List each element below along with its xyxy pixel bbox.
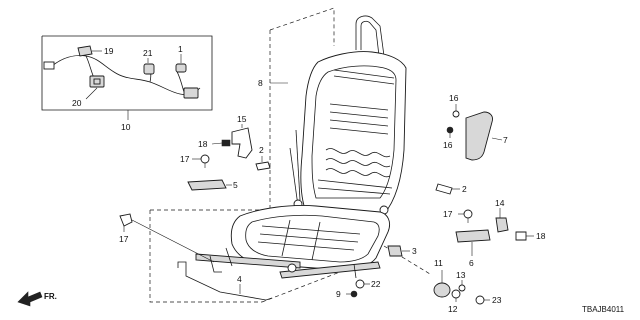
callout-13: 13: [456, 270, 466, 280]
bolt-18b: [515, 231, 527, 241]
bracket-3: [387, 245, 403, 257]
slide-rail-left: [195, 253, 301, 269]
callout-8: 8: [258, 78, 263, 88]
callout-17c: 17: [443, 209, 453, 219]
callout-22: 22: [371, 279, 381, 289]
cover-6: [455, 229, 491, 243]
callout-7: 7: [503, 135, 508, 145]
connector-right: [183, 87, 199, 99]
nut-9: [350, 290, 358, 298]
harness-bracket: [41, 35, 213, 111]
callout-9: 9: [336, 289, 341, 299]
harness-group: [41, 35, 213, 120]
callout-20: 20: [72, 98, 82, 108]
diagram-code: TBAJB4011: [582, 305, 625, 314]
clip-1: [175, 63, 187, 73]
callout-6: 6: [469, 258, 474, 268]
front-label: FR.: [44, 292, 57, 301]
callout-18a: 18: [198, 139, 208, 149]
screw-17b: [119, 213, 133, 227]
callout-4: 4: [237, 274, 242, 284]
connector-left: [43, 61, 55, 70]
callout-11: 11: [434, 258, 443, 268]
callout-21: 21: [143, 48, 153, 58]
seat-frame: [195, 15, 407, 279]
callout-14: 14: [495, 198, 505, 208]
callout-3: 3: [412, 246, 417, 256]
callout-12: 12: [448, 304, 458, 314]
clip-16a: [452, 110, 460, 118]
knob-11: [433, 282, 451, 298]
callout-18b: 18: [536, 231, 546, 241]
slide-rail-right: [279, 261, 381, 279]
callout-10: 10: [121, 122, 131, 132]
loose-parts: [119, 104, 534, 305]
rod-4: [177, 261, 273, 301]
callout-16b: 16: [443, 140, 453, 150]
cap-22: [355, 279, 365, 289]
part-2b: [435, 183, 453, 195]
clip-21: [143, 63, 155, 75]
clip-19: [77, 45, 93, 57]
washer-12: [451, 289, 461, 299]
callout-16a: 16: [449, 93, 459, 103]
callout-23: 23: [492, 295, 502, 305]
front-direction-arrow: FR.: [17, 291, 57, 307]
callout-19: 19: [104, 46, 114, 56]
callout-17b: 17: [119, 234, 129, 244]
clip-16b: [446, 126, 454, 134]
bracket-15: [231, 127, 253, 159]
cover-7: [465, 111, 493, 161]
callout-2a: 2: [259, 145, 264, 155]
part-2a: [255, 161, 271, 171]
clip-14: [495, 217, 509, 233]
screw-17c: [463, 209, 473, 219]
callout-2b: 2: [462, 184, 467, 194]
ring-13: [458, 284, 466, 292]
screw-17a: [200, 154, 210, 164]
callout-17a: 17: [180, 154, 190, 164]
back-frame: [300, 51, 407, 215]
pad-5: [187, 179, 227, 191]
cap-23: [475, 295, 485, 305]
bolt-18a: [221, 139, 231, 147]
callout-15: 15: [237, 114, 247, 124]
callout-1: 1: [178, 44, 183, 54]
wire-harness: [51, 55, 201, 95]
callout-5: 5: [233, 180, 238, 190]
callout-labels: 19 21 1 20 10 8 15 18 2 17 5 17 4 3 9 22…: [72, 44, 546, 314]
